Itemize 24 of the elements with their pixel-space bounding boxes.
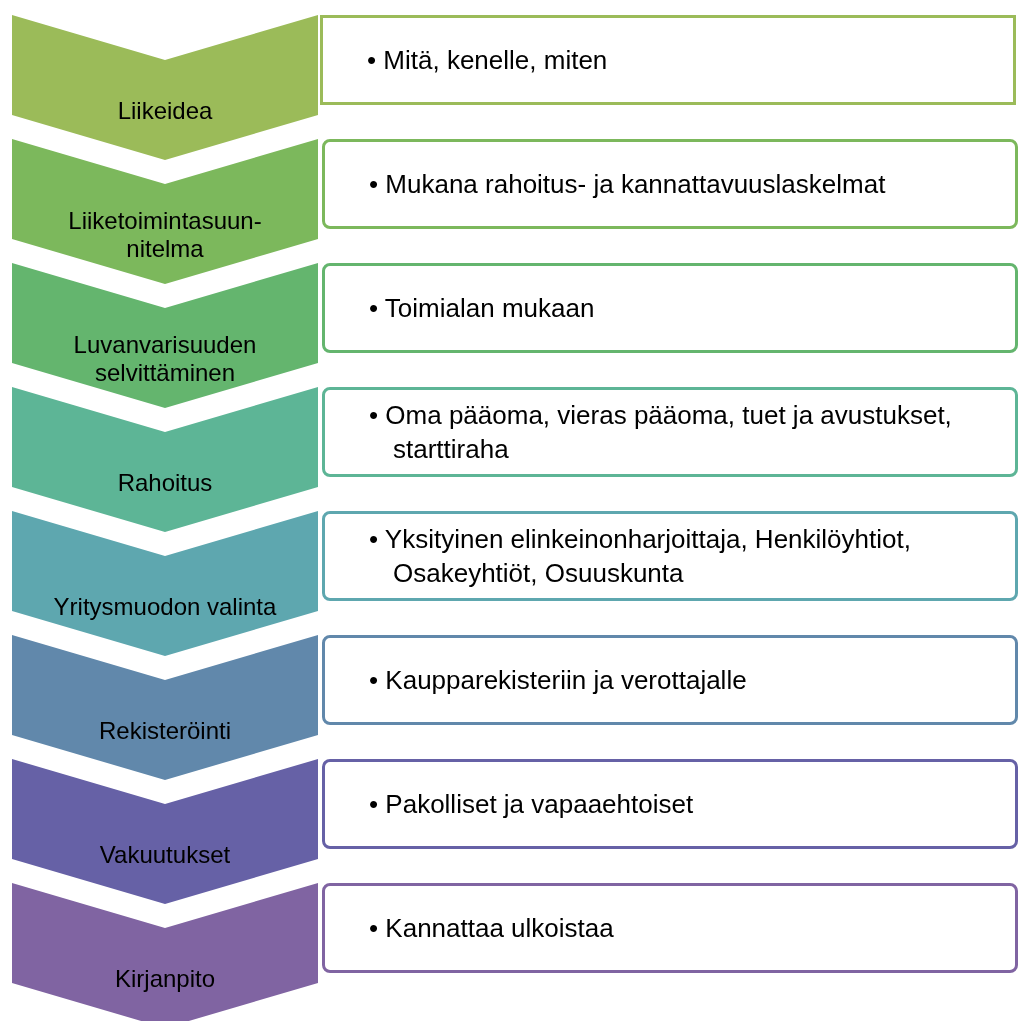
description-box (322, 139, 1018, 229)
description-box (322, 635, 1018, 725)
description-box (322, 883, 1018, 973)
step-label: Luvanvarisuuden selvittäminen (72, 331, 258, 387)
step-label: Kirjanpito (114, 965, 216, 993)
step-label: Liikeidea (117, 97, 213, 125)
description-box (322, 263, 1018, 353)
bullet-text: • Mukana rahoitus- ja kannattavuuslaskelmat (369, 168, 887, 201)
step-label: Vakuutukset (99, 841, 231, 869)
step-label: Yritysmuodon valinta (53, 593, 277, 621)
bullet-text: • Kaupparekisteriin ja verottajalle (369, 664, 748, 697)
step-label: Liiketoimintasuun-nitelma (67, 207, 263, 263)
bullet-text: • Kannattaa ulkoistaa (369, 912, 615, 945)
bullet-text: • Pakolliset ja vapaaehtoiset (369, 788, 695, 821)
step-label: Rekisteröinti (98, 717, 231, 745)
description-box (322, 387, 1018, 477)
bullet-text: • Oma pääoma, vieras pääoma, tuet ja avustukset, starttiraha (369, 399, 953, 466)
bullet-text: • Mitä, kenelle, miten (367, 44, 609, 77)
description-box (322, 759, 1018, 849)
bullet-text: • Yksityinen elinkeinonharjoittaja, Henkilöyhtiot, Osakeyhtiöt, Osuuskunta (369, 523, 912, 590)
bullet-text: • Toimialan mukaan (369, 292, 596, 325)
step-label: Rahoitus (117, 469, 213, 497)
description-box (322, 511, 1018, 601)
description-box (320, 15, 1016, 105)
